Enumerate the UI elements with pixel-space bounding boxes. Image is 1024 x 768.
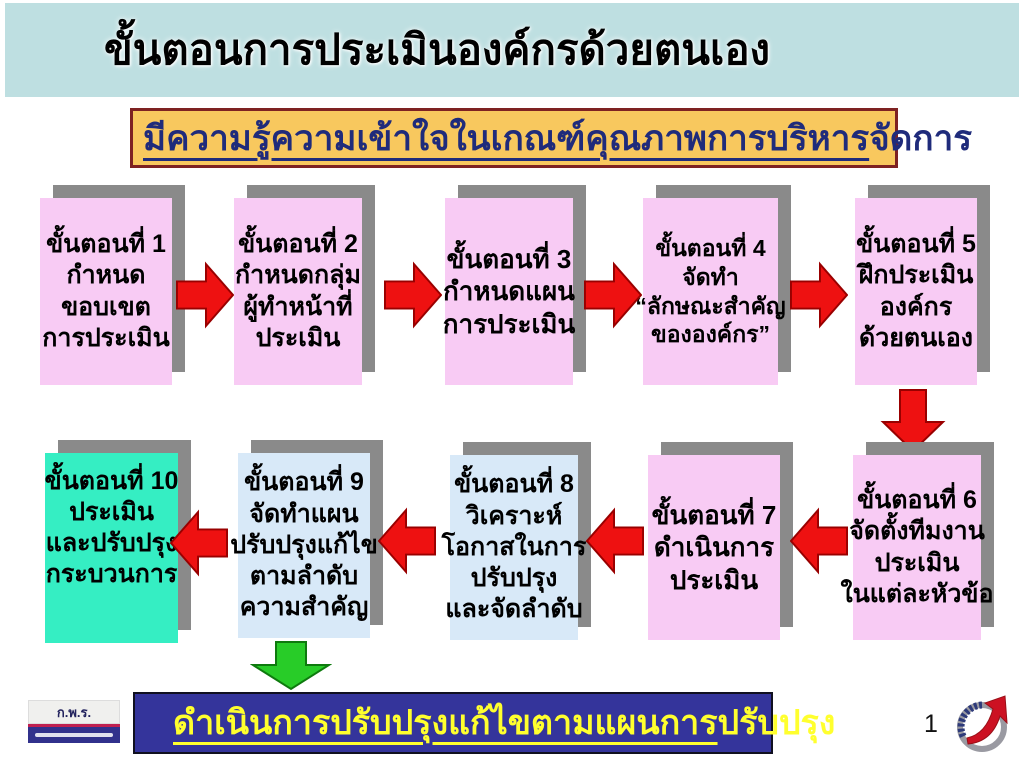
step-box-6-text: ขั้นตอนที่ 6 จัดตั้งทีมงาน ประเมิน ในแต่… (840, 486, 994, 608)
arrow-down-icon (880, 389, 946, 453)
arrow-left-icon (170, 509, 228, 577)
step-box-3: ขั้นตอนที่ 3 กำหนดแผน การประเมิน (442, 185, 586, 385)
step-box-9-text: ขั้นตอนที่ 9 จัดทำแผน ปรับปรุงแก้ไข ตามล… (230, 468, 378, 622)
arrow-left-icon (790, 507, 848, 575)
arrow-left-icon (378, 507, 436, 575)
step-box-6: ขั้นตอนที่ 6 จัดตั้งทีมงาน ประเมิน ในแต่… (841, 442, 994, 640)
step-box-10-text: ขั้นตอนที่ 10 ประเมิน และปรับปรุง กระบวน… (44, 466, 179, 589)
arrow-right-icon (384, 261, 442, 329)
kpr-logo-label: ก.พ.ร. (28, 700, 120, 724)
step-box-8-text: ขั้นตอนที่ 8 วิเคราะห์ โอกาสในการ ปรับปร… (441, 470, 587, 624)
kpr-logo: ก.พ.ร. (28, 700, 120, 744)
step-box-8: ขั้นตอนที่ 8 วิเคราะห์ โอกาสในการ ปรับปร… (442, 442, 591, 640)
arrow-right-icon (584, 261, 642, 329)
step-box-1-text: ขั้นตอนที่ 1 กำหนด ขอบเขต การประเมิน (42, 230, 170, 352)
step-box-4-text: ขั้นตอนที่ 4 จัดทำ “ลักษณะสำคัญ ขององค์ก… (635, 235, 786, 348)
quality-award-logo-icon (957, 695, 1008, 752)
step-box-5: ขั้นตอนที่ 5 ฝึกประเมิน องค์กร ด้วยตนเอง (855, 185, 990, 385)
kpr-logo-divider (28, 724, 120, 727)
step-box-5-text: ขั้นตอนที่ 5 ฝึกประเมิน องค์กร ด้วยตนเอง (856, 230, 976, 352)
action-banner-text: ดำเนินการปรับปรุงแก้ไขตามแผนการปรับปรุง (135, 706, 835, 740)
kpr-logo-subtext (28, 727, 120, 743)
step-box-2: ขั้นตอนที่ 2 กำหนดกลุ่ม ผู้ทำหน้าที่ ประ… (234, 185, 375, 385)
step-box-9: ขั้นตอนที่ 9 จัดทำแผน ปรับปรุงแก้ไข ตามล… (230, 440, 383, 638)
intro-text-underlined: มีความรู้ความเข้าใจในเกณฑ์คุณภาพการบริหา… (143, 118, 870, 158)
page-number: 1 (924, 710, 938, 738)
arrow-right-icon (790, 261, 848, 329)
intro-knowledge-text: มีความรู้ความเข้าใจในเกณฑ์คุณภาพการบริหา… (133, 121, 972, 156)
step-box-2-text: ขั้นตอนที่ 2 กำหนดกลุ่ม ผู้ทำหน้าที่ ประ… (235, 230, 361, 352)
arrow-right-icon (176, 261, 234, 329)
step-box-10: ขั้นตอนที่ 10 ประเมิน และปรับปรุง กระบวน… (44, 440, 191, 643)
banner-text-overflow: ปรับปรุง (717, 704, 836, 742)
intro-text-overflow: จัดการ (869, 118, 973, 158)
step-box-7: ขั้นตอนที่ 7 ดำเนินการ ประเมิน (648, 442, 793, 640)
action-banner: ดำเนินการปรับปรุงแก้ไขตามแผนการปรับปรุง (133, 692, 835, 754)
page-title: ขั้นตอนการประเมินองค์กรด้วยตนเอง (103, 26, 771, 73)
arrow-down-green-icon (250, 641, 332, 691)
banner-text-underlined: ดำเนินการปรับปรุงแก้ไขตามแผนการ (173, 704, 718, 742)
arrow-left-icon (586, 507, 644, 575)
intro-knowledge-box: มีความรู้ความเข้าใจในเกณฑ์คุณภาพการบริหา… (130, 108, 972, 168)
step-box-1: ขั้นตอนที่ 1 กำหนด ขอบเขต การประเมิน (40, 185, 185, 385)
step-box-7-text: ขั้นตอนที่ 7 ดำเนินการ ประเมิน (651, 499, 777, 595)
step-box-4: ขั้นตอนที่ 4 จัดทำ “ลักษณะสำคัญ ขององค์ก… (635, 185, 791, 385)
slide-title-bar: ขั้นตอนการประเมินองค์กรด้วยตนเอง (5, 3, 1019, 97)
step-box-3-text: ขั้นตอนที่ 3 กำหนดแผน การประเมิน (442, 243, 576, 339)
